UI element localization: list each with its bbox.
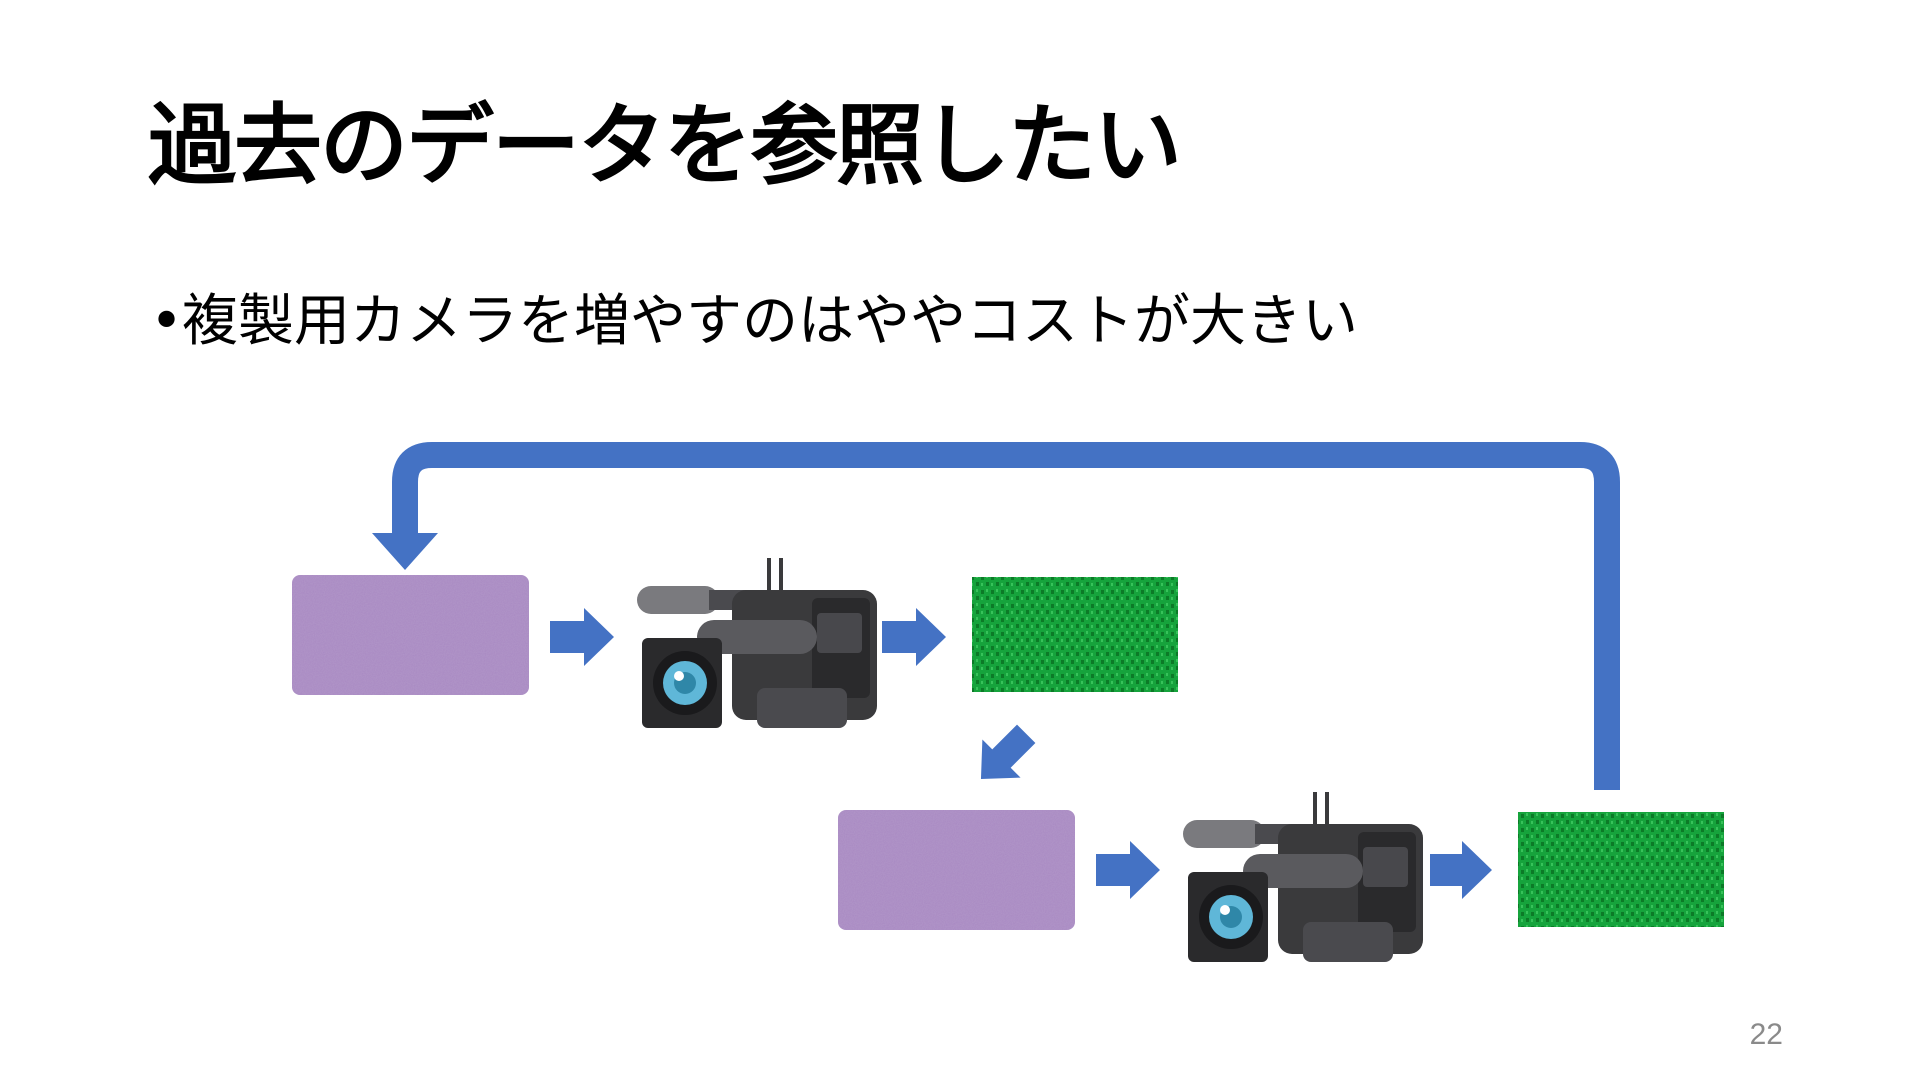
slide-title: 過去のデータを参照したい	[148, 94, 1182, 197]
video-camera-icon	[637, 558, 877, 728]
arrow-camera1-to-data1	[882, 608, 946, 666]
arrow-data1-to-source2	[980, 724, 1036, 780]
source-box-1	[292, 575, 529, 695]
data-box-1	[972, 577, 1178, 692]
source-box-2	[838, 810, 1075, 930]
feedback-loop-arrow	[392, 442, 1620, 790]
feedback-loop-arrowhead	[372, 533, 438, 570]
bullet-item: •複製用カメラを増やすのはややコストが大きい	[150, 288, 1358, 355]
video-camera-icon	[1183, 792, 1423, 962]
arrow-source1-to-camera1	[550, 608, 614, 666]
bullet-text: 複製用カメラを増やすのはややコストが大きい	[182, 289, 1358, 354]
arrow-source2-to-camera2	[1096, 841, 1160, 899]
arrow-camera2-to-data2	[1430, 841, 1492, 899]
data-box-2	[1518, 812, 1724, 927]
bullet-dot: •	[150, 289, 184, 354]
page-number: 22	[1749, 1018, 1783, 1051]
